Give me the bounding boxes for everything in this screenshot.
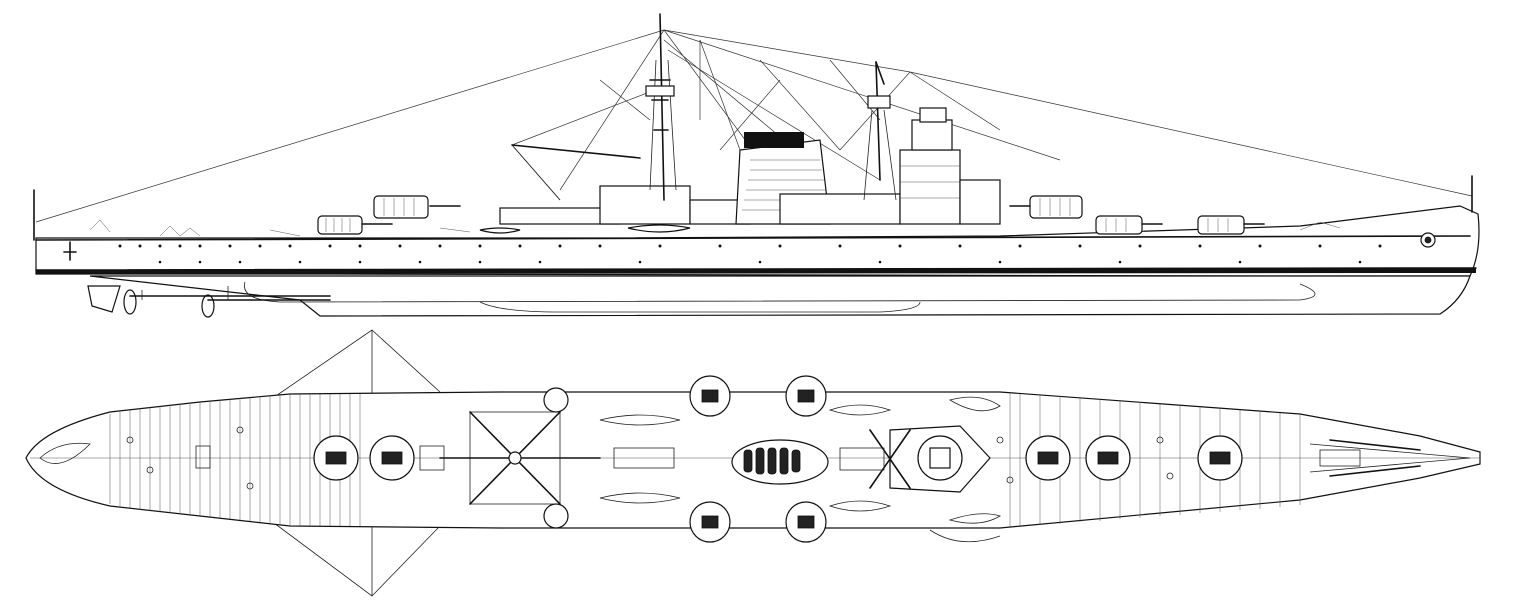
- boats-plan: [599, 396, 1001, 543]
- plan-view: [25, 329, 1481, 597]
- bow-detail: [1309, 443, 1471, 473]
- portholes: [118, 244, 1382, 264]
- turrets-plan: [313, 435, 1243, 481]
- funnel-plan: [731, 439, 829, 485]
- catapult-frame: [439, 411, 601, 505]
- secondary-mounts: [543, 375, 827, 543]
- propellers: [87, 285, 331, 318]
- turrets-profile: [317, 195, 1265, 235]
- bridge-tower: [899, 149, 961, 225]
- deck-details: [89, 219, 1341, 237]
- bridge-plan: [869, 425, 991, 493]
- rigging: [35, 29, 1473, 223]
- deck-fittings: [126, 426, 1361, 490]
- boom-frames: [269, 329, 441, 597]
- stern-anchor-icon: [63, 241, 77, 261]
- masts: [511, 13, 897, 201]
- hull-profile: [35, 205, 1480, 317]
- superstructure-profile: [479, 107, 1001, 234]
- stern-detail: [39, 442, 91, 464]
- profile-view: [33, 13, 1480, 318]
